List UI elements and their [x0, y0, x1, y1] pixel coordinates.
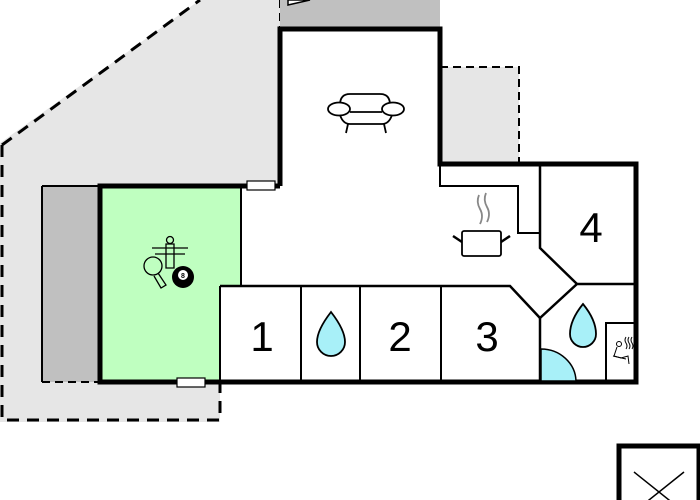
car-outline [287, 0, 311, 6]
billiard-ball-icon: 8 [172, 266, 194, 288]
table-tennis-icon [143, 256, 167, 289]
terrace-right [440, 67, 519, 164]
closed-box-icon [616, 443, 700, 500]
bathroom-drop-icon [569, 302, 597, 348]
door-activity-bottom [176, 377, 206, 388]
svg-text:8: 8 [181, 273, 185, 280]
outer-wall [97, 26, 639, 385]
door-activity-top [246, 180, 276, 191]
room-label-3: 3 [475, 313, 498, 360]
carport-top [280, 0, 440, 28]
shower-quarter-icon [540, 348, 577, 382]
sofa-icon [327, 93, 405, 134]
sauna-icon [612, 336, 634, 365]
table-football-icon [152, 235, 188, 269]
house-interior [220, 29, 636, 382]
cooking-pot-icon [452, 192, 511, 257]
bathroom-drop-icon [316, 310, 346, 357]
carport-side [42, 186, 100, 382]
room-label-2: 2 [388, 313, 411, 360]
room-label-4: 4 [579, 204, 602, 251]
room-label-1: 1 [250, 313, 273, 360]
activity-room [100, 186, 241, 382]
